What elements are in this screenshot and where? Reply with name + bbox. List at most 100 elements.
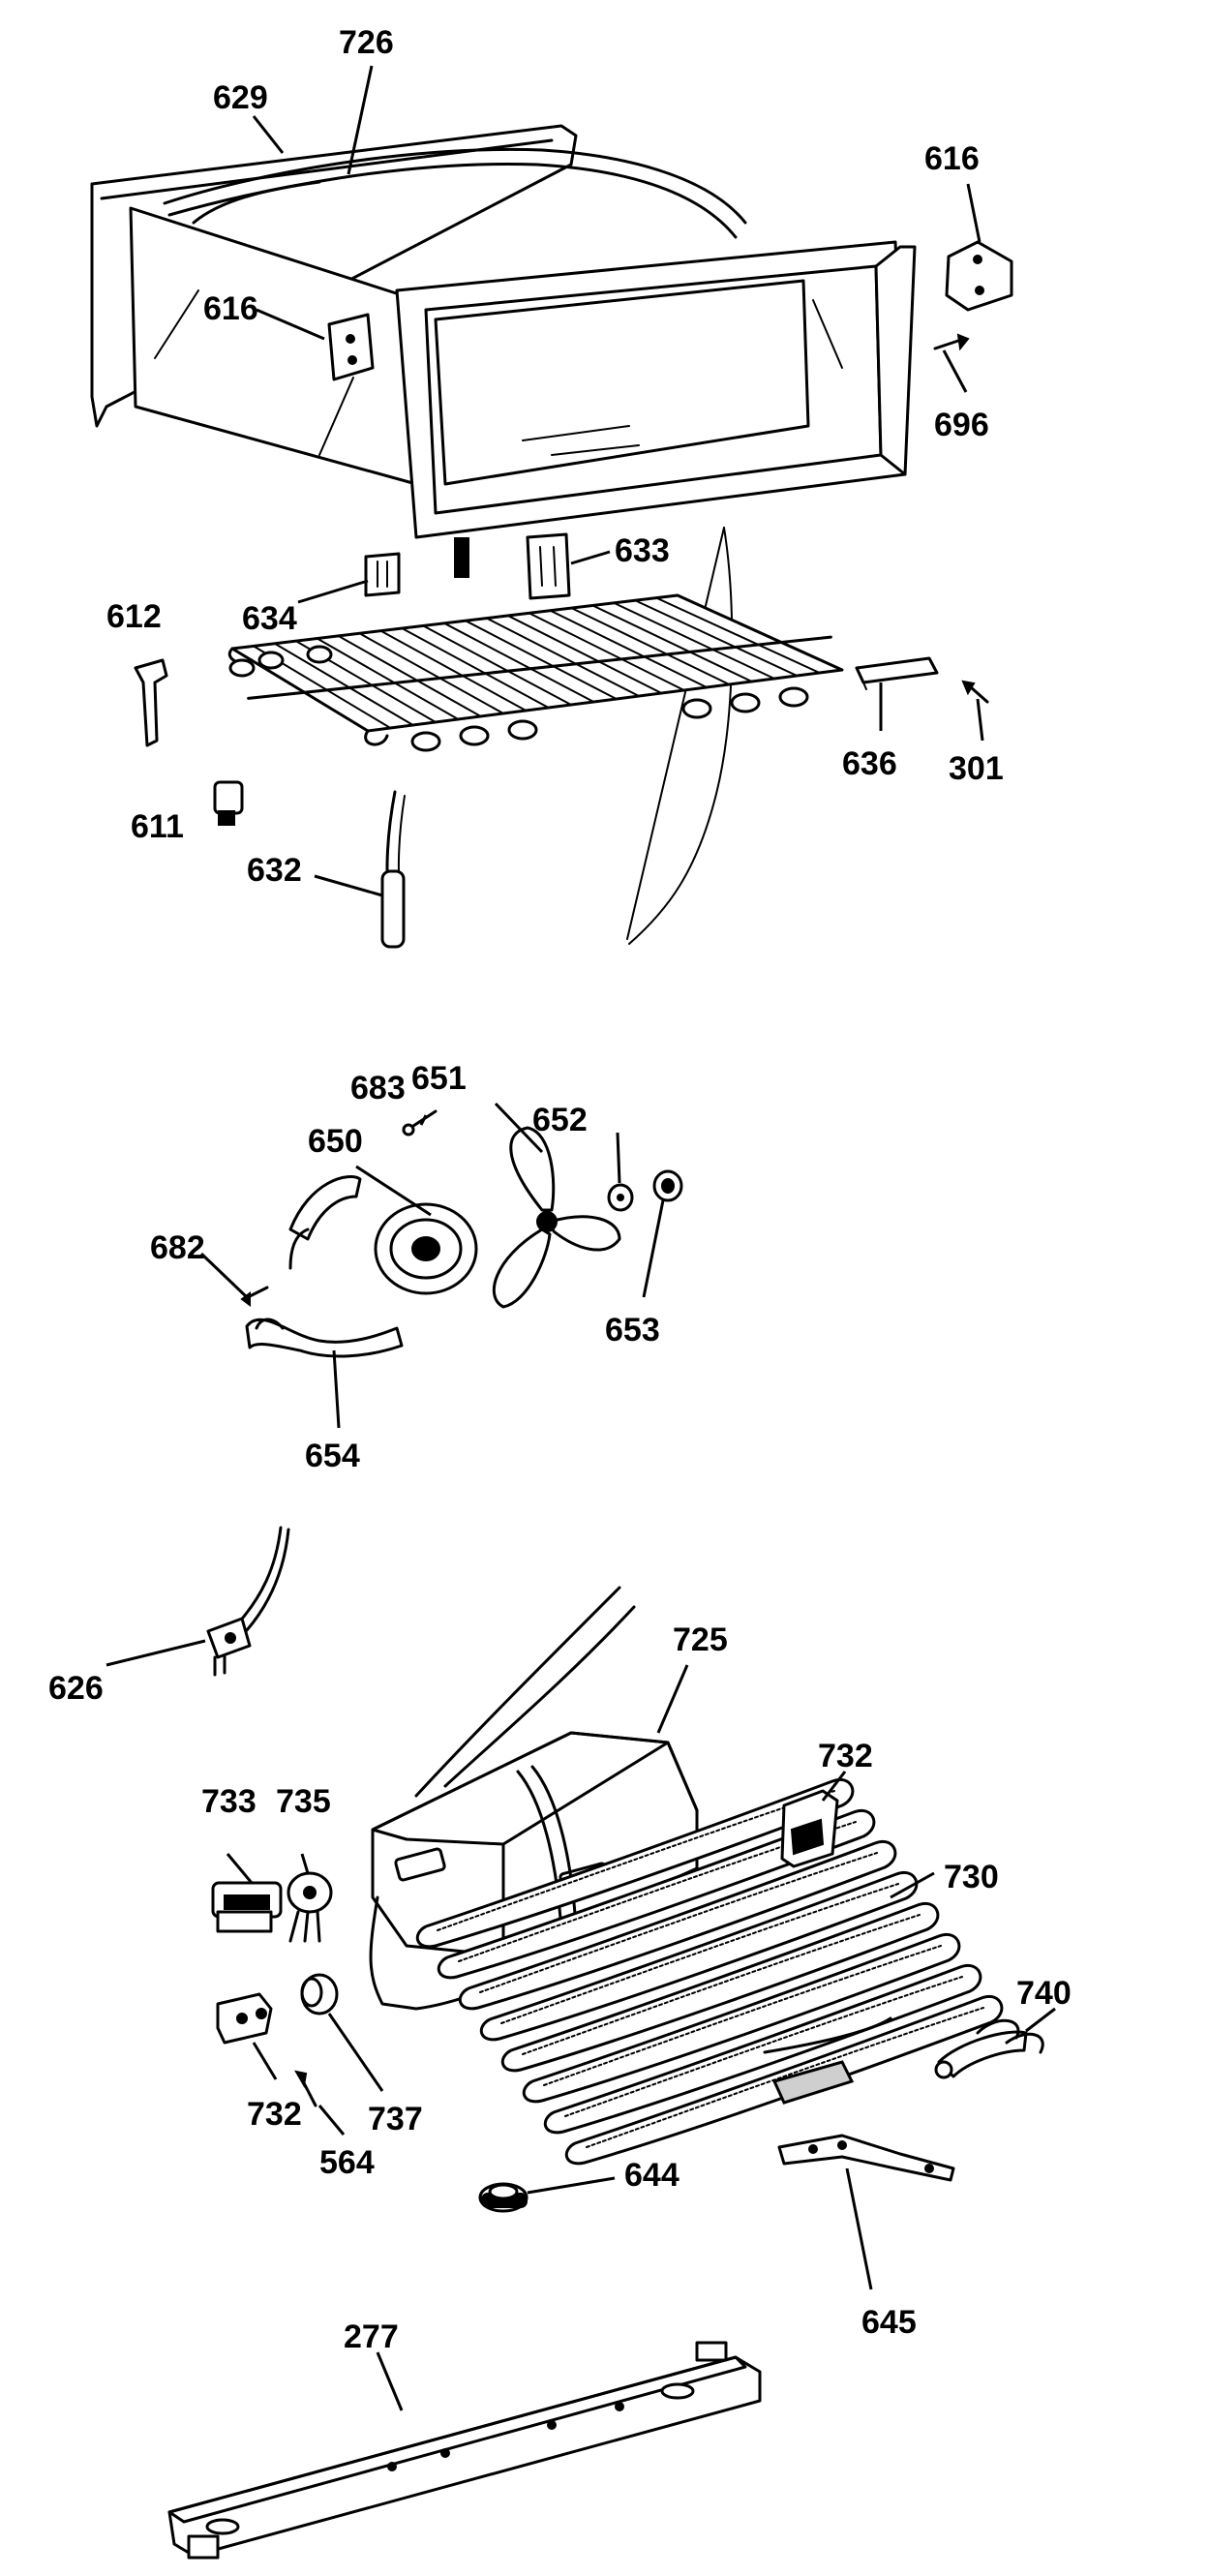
condenser-wire xyxy=(522,1914,921,2055)
shelf-rod xyxy=(231,648,369,732)
shelf-loop xyxy=(228,658,256,678)
shelf-loop xyxy=(681,698,712,719)
label-633: 633 xyxy=(615,532,670,569)
thermostat-probe-632 xyxy=(380,790,406,949)
screw-564 xyxy=(294,2070,317,2107)
freezer-compartment xyxy=(90,124,917,945)
shelf-loop xyxy=(410,731,441,752)
mounting-plate-645 xyxy=(777,2134,955,2182)
label-683: 683 xyxy=(350,1070,406,1106)
bracket-732-bottom xyxy=(216,1992,273,2045)
label-616-right: 616 xyxy=(924,140,980,177)
fan-blade-651 xyxy=(492,1126,621,1309)
label-652: 652 xyxy=(532,1102,588,1138)
label-634: 634 xyxy=(242,600,297,637)
shelf-rod xyxy=(464,620,618,700)
label-629: 629 xyxy=(213,79,268,116)
label-682: 682 xyxy=(150,1229,205,1266)
part-labels: 629 726 616 616 696 612 634 633 636 301 … xyxy=(48,24,1072,2355)
shelf-support-636 xyxy=(855,656,939,690)
shelf-rod xyxy=(528,612,685,691)
label-564: 564 xyxy=(319,2144,375,2181)
label-730: 730 xyxy=(944,1859,999,1895)
shelf-rod xyxy=(422,624,572,706)
shelf-rod xyxy=(337,634,482,717)
shelf-rod xyxy=(655,596,821,674)
bracket-732-top xyxy=(780,1789,839,1868)
shelf-loop xyxy=(507,719,538,741)
capacitor-737 xyxy=(300,1973,339,2015)
coil-outlet-tube xyxy=(763,2016,892,2054)
label-632: 632 xyxy=(247,852,302,889)
label-732-top: 732 xyxy=(818,1738,873,1774)
evaporator-shelf xyxy=(228,532,844,752)
shelf-rod xyxy=(677,594,843,671)
label-653: 653 xyxy=(605,1312,660,1349)
shelf-rod xyxy=(358,632,504,714)
label-636: 636 xyxy=(842,745,897,782)
label-612: 612 xyxy=(106,598,162,635)
shelf-rod xyxy=(379,629,528,712)
label-725: 725 xyxy=(673,1621,728,1658)
screw-696 xyxy=(933,333,970,351)
label-651: 651 xyxy=(411,1060,467,1097)
pin-683 xyxy=(402,1109,438,1136)
hinge-bracket-616 xyxy=(945,240,1013,312)
label-726: 726 xyxy=(339,24,394,61)
label-735: 735 xyxy=(276,1783,331,1820)
shelf-loop xyxy=(459,725,490,746)
label-301: 301 xyxy=(949,750,1004,787)
base-rail-277 xyxy=(167,2341,762,2560)
shelf-rod xyxy=(401,627,550,709)
nut-653 xyxy=(652,1169,683,1202)
label-696: 696 xyxy=(934,407,989,443)
shelf-rod xyxy=(273,642,414,726)
drain-clip-740 xyxy=(934,2018,1044,2079)
shelf-rod xyxy=(443,621,595,703)
shelf-rod xyxy=(634,599,799,677)
condenser-wire xyxy=(500,1883,899,2024)
shelf-rod xyxy=(549,609,708,688)
leader-lines xyxy=(106,65,1056,2411)
light-socket-611 xyxy=(213,780,244,826)
label-616-left: 616 xyxy=(203,290,258,327)
label-645: 645 xyxy=(861,2304,917,2341)
shelf-rod xyxy=(570,607,731,685)
label-277: 277 xyxy=(344,2318,399,2355)
condenser-wire xyxy=(564,1976,963,2117)
shelf-loop xyxy=(306,645,333,664)
label-732-bottom: 732 xyxy=(247,2096,302,2133)
screw-301 xyxy=(961,680,989,704)
shelf-rod xyxy=(591,604,753,682)
shelf-loop xyxy=(730,692,761,713)
part-612 xyxy=(134,658,168,747)
label-650: 650 xyxy=(308,1123,363,1160)
label-626: 626 xyxy=(48,1670,104,1707)
coil-mount xyxy=(771,2060,855,2105)
shelf-rod xyxy=(613,601,775,680)
label-733: 733 xyxy=(201,1783,257,1820)
condenser-wire xyxy=(586,2007,984,2148)
motor-bracket-654 xyxy=(245,1318,404,1358)
shelf-rod xyxy=(316,637,460,720)
condenser-wire xyxy=(479,1852,878,1993)
condenser-coil-730 xyxy=(415,1777,1004,2166)
shelf-crossbar xyxy=(247,635,832,700)
fan-motor-650 xyxy=(288,1175,478,1295)
overload-735 xyxy=(287,1871,333,1943)
relay-733 xyxy=(211,1881,283,1933)
label-644: 644 xyxy=(624,2157,680,2194)
grommet-644 xyxy=(478,2182,528,2213)
washer-652 xyxy=(607,1183,634,1212)
shelf-loop xyxy=(257,651,285,670)
label-611: 611 xyxy=(131,808,184,845)
label-654: 654 xyxy=(305,1438,360,1474)
shelf-loop xyxy=(778,686,809,708)
label-740: 740 xyxy=(1016,1975,1072,2012)
shelf-rod xyxy=(506,614,663,694)
power-cord-626 xyxy=(206,1526,290,1677)
label-737: 737 xyxy=(368,2101,423,2137)
shelf-rod xyxy=(485,617,640,697)
